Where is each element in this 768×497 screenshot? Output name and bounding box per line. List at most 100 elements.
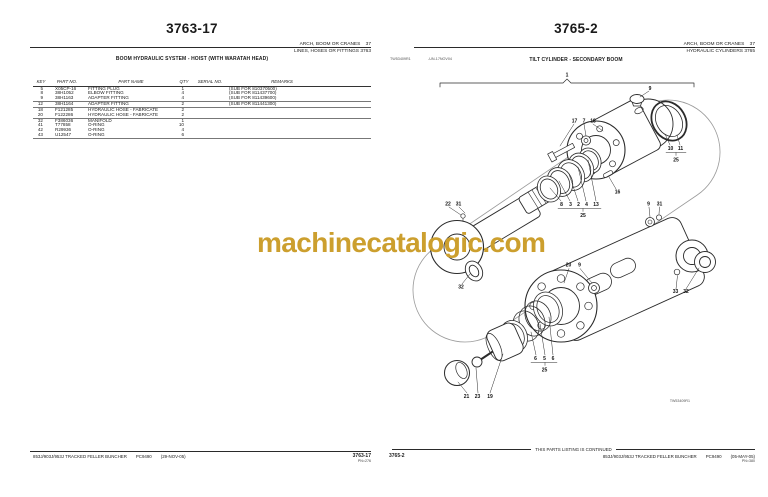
table-cell: ADAPTER FITTING — [85, 101, 177, 108]
table-cell: T77858 — [55, 123, 71, 128]
table-header-cell: PART NAME — [85, 80, 177, 87]
page-3765-2: 3765-2 ARCH, BOOM OR CRANES 37 HYDRAULIC… — [384, 0, 768, 497]
table-cell: (SUB FOR 810370500) — [229, 86, 277, 91]
table-row: 32 F386036 MANIFOLD 1 — [33, 118, 371, 123]
footer-page-number: 3763-17 — [352, 452, 371, 459]
callout-18: 18 — [590, 119, 596, 125]
table-cell: 43 — [33, 132, 49, 139]
footer-pn: PN=380 — [741, 458, 755, 463]
rod-stem — [479, 351, 493, 361]
table-cell: F386036 — [55, 118, 74, 123]
callout-6: 6 — [534, 356, 537, 362]
callout-3: 3 — [569, 202, 572, 208]
callout-31: 31 — [456, 202, 462, 208]
ball-33 — [673, 268, 681, 276]
callout-5: 5 — [543, 356, 546, 362]
table-cell: X05CP-16 — [55, 86, 77, 91]
page-title: BOOM HYDRAULIC SYSTEM - HOIST (WITH WARA… — [115, 55, 269, 62]
rod-eye — [429, 219, 485, 275]
table-cell: 12 — [33, 101, 49, 108]
footer-pn: PN=276 — [357, 458, 371, 463]
bushing-left — [464, 260, 484, 282]
section-line-1: ARCH, BOOM OR CRANES 37 — [299, 41, 371, 47]
callout-13: 13 — [593, 202, 599, 208]
page-number: 3763-17 — [166, 21, 218, 36]
table-cell: HYDRAULIC HOSE - FABRICATE — [88, 107, 159, 112]
callout-11: 11 — [678, 146, 684, 152]
group-brackets — [530, 152, 687, 366]
table-cell: F121285 — [55, 107, 74, 112]
table-cell: 38H1052 — [55, 91, 74, 96]
table-cell: FITTING PLUG — [88, 86, 120, 91]
footer-date: (05-MAY-05) — [730, 453, 755, 459]
tilt-cylinder-diagram: 1917718101125162231832413259312093332326… — [412, 73, 721, 403]
table-cell: R29936 — [55, 128, 72, 133]
table-header-cell: QTY — [177, 80, 191, 87]
table-cell: O-RING — [85, 132, 177, 139]
cap — [444, 360, 470, 386]
pin — [603, 170, 613, 178]
drawing-ref-date: -UN-17NOV04 — [428, 57, 452, 61]
table-cell: 20 — [33, 112, 49, 119]
table-cell: 42 — [37, 128, 43, 133]
callout-25: 25 — [542, 368, 548, 374]
callout-22: 22 — [445, 202, 451, 208]
table-cell: 6 — [177, 132, 191, 139]
table-cell: 9 — [33, 96, 49, 103]
table-cell: F122286 — [49, 112, 85, 119]
table-cell — [191, 101, 229, 108]
table-cell — [191, 96, 229, 103]
table-cell — [229, 112, 371, 119]
table-cell: 4 — [181, 91, 184, 96]
piston — [485, 322, 524, 362]
watermark: machinecatalogic.com — [257, 227, 546, 258]
callout-25: 25 — [673, 158, 679, 164]
table-header-cell: REMARKS — [229, 80, 371, 87]
callout-2: 2 — [577, 202, 580, 208]
callout-21: 21 — [464, 394, 470, 400]
seal-stack — [537, 147, 602, 203]
table-cell: HYDRAULIC HOSE - FABRICATE — [85, 112, 177, 119]
small-plugs — [645, 214, 662, 227]
table-cell — [191, 132, 229, 139]
table-cell: (SUB FOR 811441300) — [229, 101, 371, 108]
table-cell: 10 — [178, 123, 184, 128]
grease-fitting — [460, 213, 466, 222]
drawing-ref: TW53409R1 — [390, 57, 411, 61]
table-row: 5 X05CP-16 FITTING PLUG 1 (SUB FOR 810370500… — [33, 86, 371, 91]
callout-9: 9 — [578, 263, 581, 269]
continued-row: THIS PARTS LISTING IS CONTINUED — [392, 447, 756, 452]
table-cell: (SUB FOR 811439600) — [229, 96, 371, 103]
table-cell: 32 — [37, 118, 43, 123]
table-cell: ADAPTER FITTING — [85, 96, 177, 103]
callout-25: 25 — [580, 213, 586, 219]
table-cell: 2 — [177, 112, 191, 119]
table-cell: 1 — [181, 118, 184, 123]
parts-table-body: 5 X05CP-16 FITTING PLUG 1 (SUB FOR 810370500… — [33, 86, 371, 139]
page-title: TILT CYLINDER - SECONDARY BOOM — [529, 57, 623, 63]
table-cell: 8 — [40, 91, 43, 96]
callout-9: 9 — [649, 86, 652, 92]
table-cell: 38H1163 — [49, 96, 85, 103]
table-cell: O-RING — [88, 128, 105, 133]
page-3763-17: 3763-17 ARCH, BOOM OR CRANES 37 LINES, H… — [30, 21, 371, 463]
continued-rule-left — [392, 449, 532, 450]
diagram-corner-ref: TW53409R1 — [670, 399, 690, 403]
table-cell — [229, 132, 371, 139]
continued-label: THIS PARTS LISTING IS CONTINUED — [535, 447, 612, 452]
header-rule — [30, 47, 371, 48]
table-cell: 5 — [40, 86, 43, 91]
assembly-bracket — [439, 78, 695, 88]
callout-16: 16 — [615, 190, 621, 196]
callout-1: 1 — [566, 73, 569, 79]
table-cell: 1 — [181, 86, 184, 91]
table-cell: MANIFOLD — [88, 118, 112, 123]
footer-page-number: 3765-2 — [389, 453, 405, 459]
